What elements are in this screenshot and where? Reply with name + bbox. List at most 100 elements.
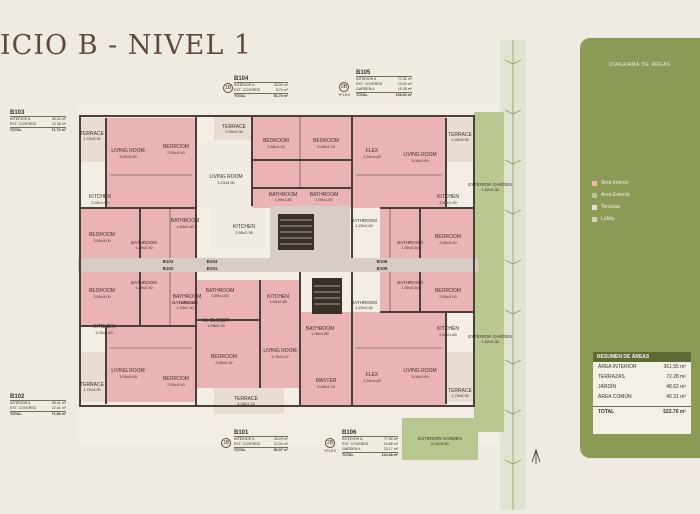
value-text: ÁREA INTERIOR	[598, 364, 637, 370]
interior-se-b	[380, 270, 474, 312]
tag-b106: B106	[377, 266, 388, 271]
unit-name: B101	[234, 430, 288, 437]
legend-swatch	[592, 192, 597, 198]
value-text: EXT. COVERED	[234, 442, 261, 446]
value-text: EXT. COVERED	[356, 82, 383, 86]
value-text: ÁREA COMÚN	[598, 394, 632, 400]
value-text: TOTAL	[356, 93, 368, 97]
value-text: +FLEX	[323, 448, 337, 453]
value-text: 2B	[325, 438, 335, 448]
terrace-area-n	[214, 116, 252, 140]
value-text: JARDÍN	[598, 384, 617, 390]
value-text: 12.38 m²	[51, 122, 66, 126]
value-text: GARDEN A	[342, 447, 361, 451]
north-arrow-icon	[531, 448, 541, 464]
value-text: Lobby	[601, 216, 615, 222]
interior-sw-a	[80, 270, 196, 326]
summary-row: ÁREA COMÚN 40.31 m²	[593, 392, 691, 402]
value-text: 59.41 m²	[51, 401, 66, 405]
unit-num-b104: 1B	[222, 83, 234, 93]
value-text: Área Exterior	[601, 192, 631, 198]
value-text: 71.82 m²	[51, 412, 66, 416]
value-text: GARDEN A	[356, 87, 375, 91]
value-text: 106.60 m²	[395, 93, 412, 97]
value-text: TOTAL	[10, 128, 22, 132]
value-text: 51.70 m²	[273, 94, 288, 98]
value-text: 48.62 m²	[666, 384, 686, 390]
summary-row: JARDÍN 48.62 m²	[593, 382, 691, 392]
thin-partitions	[110, 116, 442, 349]
value-text: 8.70 m²	[275, 88, 288, 92]
legend-swatch	[592, 216, 597, 222]
value-text: 2B	[339, 82, 349, 92]
value-text: TOTAL	[598, 409, 615, 415]
value-text: Terrazas	[601, 204, 621, 210]
value-text: EXT. COVERED	[10, 406, 37, 410]
stair-south	[312, 278, 342, 314]
legend-item-interior: Área Interior	[592, 180, 629, 186]
walls	[79, 115, 475, 407]
interior-nw-a	[106, 118, 196, 208]
tag-b101: B101	[207, 266, 218, 271]
lobby-corridor	[78, 258, 478, 272]
unit-total: TOTAL 106.60 m²	[356, 92, 412, 98]
value-text: 59.34 m²	[51, 117, 66, 121]
terrace-area-se	[446, 352, 474, 402]
value-text: +FLEX	[337, 92, 351, 97]
legend-swatch	[592, 180, 597, 186]
value-text: 40.31 m²	[666, 394, 686, 400]
diagram-title: DIAGRAMA DE ÁREAS	[609, 62, 671, 68]
unit-num-b105: 2B+FLEX	[336, 82, 352, 97]
terrace-area-s	[214, 388, 284, 414]
unit-name: B106	[342, 430, 398, 437]
value-text: TERRAZAS	[598, 374, 625, 380]
value-text: Área Interior	[601, 180, 629, 186]
value-text: 1B	[223, 83, 233, 93]
interior-ne-a	[352, 116, 446, 208]
tree-line	[504, 40, 522, 510]
legend-swatch	[592, 204, 597, 210]
terrace-area-sw	[80, 352, 106, 402]
terrace-area-nw	[80, 118, 106, 162]
